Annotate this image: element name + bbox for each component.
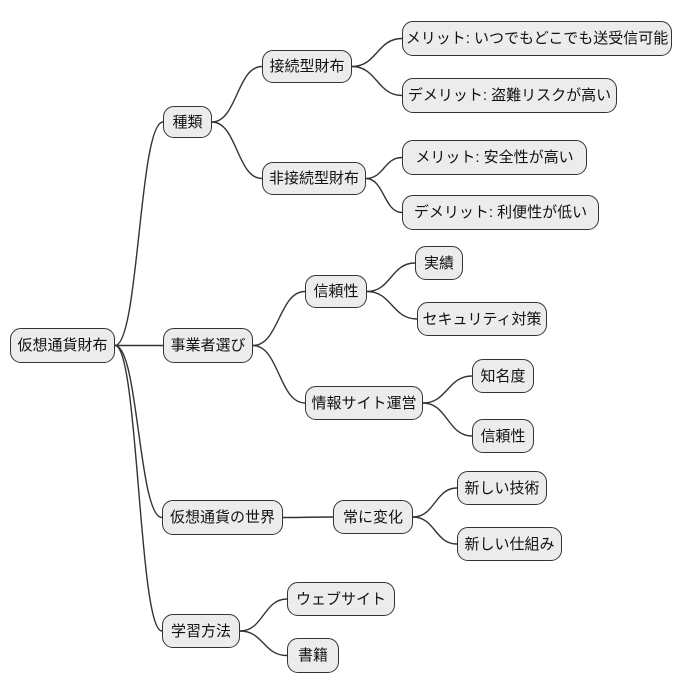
node-shinrai2: 信頼性 xyxy=(472,419,534,453)
edge-hisetsuzoku-merit2 xyxy=(365,156,403,180)
node-gakushu: 学習方法 xyxy=(162,614,240,648)
node-henka: 常に変化 xyxy=(333,500,413,534)
node-infosite: 情報サイト運営 xyxy=(305,386,423,420)
node-shinrai1: 信頼性 xyxy=(305,275,367,308)
node-jisseki: 実績 xyxy=(415,246,463,280)
edge-gakushu-website xyxy=(239,598,288,632)
node-merit2: メリット: 安全性が高い xyxy=(402,140,587,175)
edge-setsuzoku-demerit1 xyxy=(351,65,403,97)
edge-jigyosha-shinrai1 xyxy=(252,290,306,347)
edge-henka-shikumi xyxy=(412,516,458,545)
edge-jigyosha-infosite xyxy=(252,344,306,404)
node-chimeido: 知名度 xyxy=(472,359,534,393)
root-node-root: 仮想通貨財布 xyxy=(10,328,115,363)
node-setsuzoku: 接続型財布 xyxy=(262,50,352,83)
edge-root-sekai xyxy=(114,344,163,519)
edge-henka-gijutsu xyxy=(412,487,458,518)
edge-gakushu-shoseki xyxy=(239,630,288,657)
node-jigyosha: 事業者選び xyxy=(163,328,253,363)
edge-root-gakushu xyxy=(114,344,163,632)
edge-setsuzoku-merit1 xyxy=(351,37,403,68)
edge-hisetsuzoku-demerit2 xyxy=(365,177,403,214)
node-shikumi: 新しい仕組み xyxy=(457,527,562,561)
edge-shurui-setsuzoku xyxy=(211,65,263,123)
node-sekai: 仮想通貨の世界 xyxy=(162,500,283,535)
node-gijutsu: 新しい技術 xyxy=(457,471,547,505)
edge-infosite-chimeido xyxy=(422,375,473,404)
edge-shinrai1-jisseki xyxy=(366,262,416,293)
edge-infosite-shinrai2 xyxy=(422,402,473,437)
edge-sekai-henka xyxy=(282,516,334,519)
node-security: セキュリティ対策 xyxy=(417,302,547,336)
edge-shurui-hisetsuzoku xyxy=(211,121,263,180)
node-shurui: 種類 xyxy=(163,106,212,138)
node-merit1: メリット: いつでもどこでも送受信可能 xyxy=(402,21,672,56)
node-demerit1: デメリット: 盗難リスクが高い xyxy=(402,78,617,113)
node-website: ウェブサイト xyxy=(287,582,395,616)
edge-shinrai1-security xyxy=(366,290,418,320)
node-demerit2: デメリット: 利便性が低い xyxy=(402,195,599,230)
edge-root-shurui xyxy=(114,121,164,347)
node-shoseki: 書籍 xyxy=(287,638,339,673)
node-hisetsuzoku: 非接続型財布 xyxy=(262,162,366,195)
